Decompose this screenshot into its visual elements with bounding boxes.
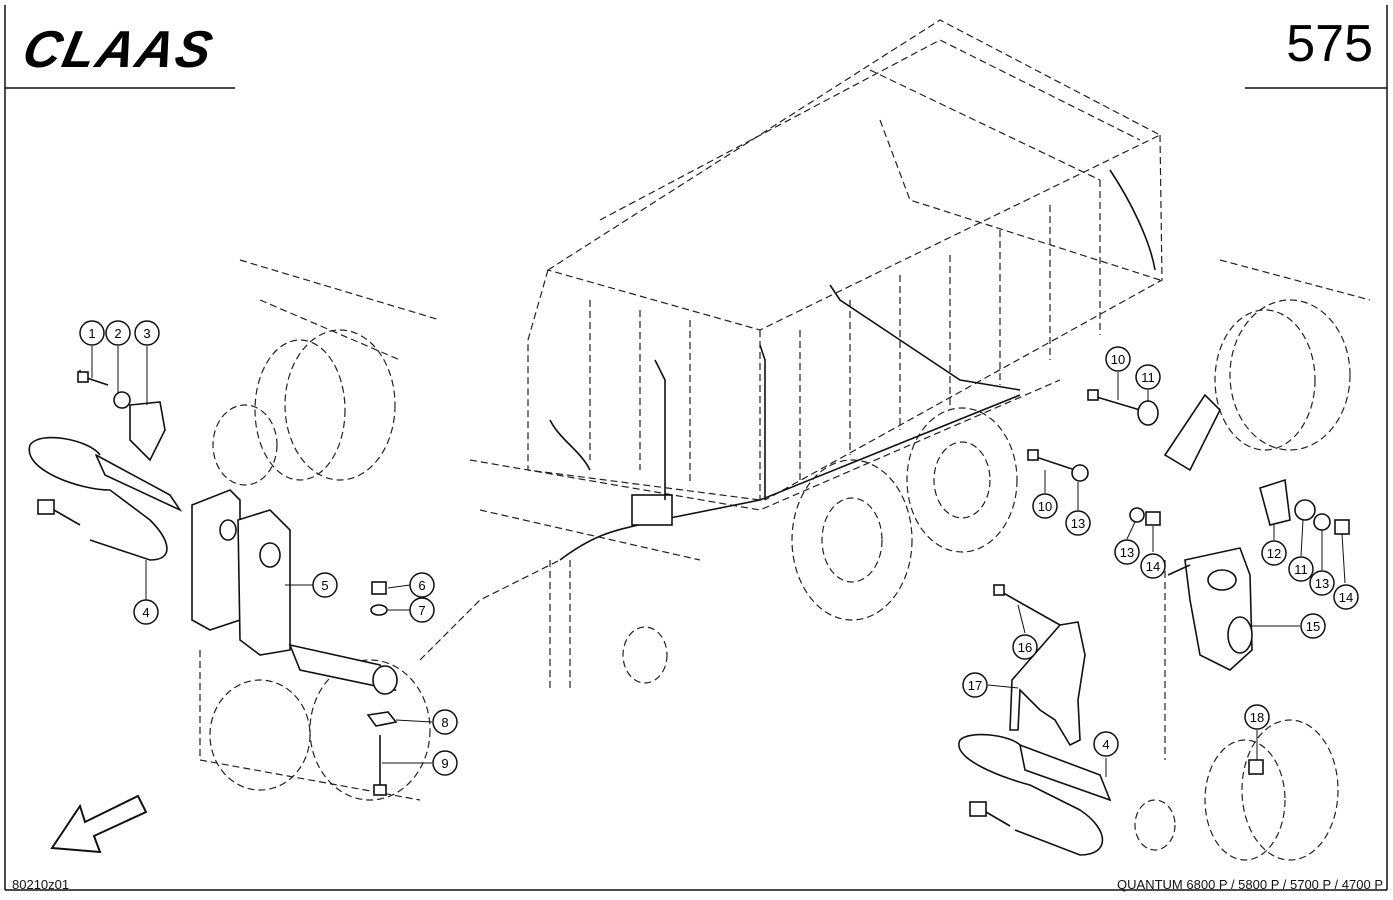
callout-13-b-label: 13 — [1120, 545, 1134, 560]
callout-8: 8 — [432, 709, 458, 735]
callout-7: 7 — [409, 597, 435, 623]
callout-4-left: 4 — [133, 599, 159, 625]
callout-13-b: 13 — [1114, 539, 1140, 565]
page-frame — [4, 5, 1388, 891]
callout-15: 15 — [1300, 613, 1326, 639]
callout-12: 12 — [1261, 540, 1287, 566]
page-number: 575 — [1286, 15, 1373, 73]
callout-6: 6 — [409, 572, 435, 598]
callout-15-label: 15 — [1306, 619, 1320, 634]
callout-6-label: 6 — [418, 578, 425, 593]
callout-10-bottom: 10 — [1032, 493, 1058, 519]
callout-3-label: 3 — [143, 326, 150, 341]
callout-2: 2 — [105, 320, 131, 346]
callout-1-label: 1 — [88, 326, 95, 341]
callout-13-c: 13 — [1309, 570, 1335, 596]
callout-17-label: 17 — [968, 678, 982, 693]
callout-16-label: 16 — [1018, 640, 1032, 655]
callout-2-label: 2 — [114, 326, 121, 341]
callout-13-a: 13 — [1065, 510, 1091, 536]
callout-3: 3 — [134, 320, 160, 346]
callout-18-label: 18 — [1250, 710, 1264, 725]
callout-13-c-label: 13 — [1315, 576, 1329, 591]
callout-12-label: 12 — [1267, 546, 1281, 561]
callout-10-bottom-label: 10 — [1038, 499, 1052, 514]
callout-10-top-label: 10 — [1111, 352, 1125, 367]
part-callouts: 1 2 3 4 5 6 7 8 9 10 11 10 13 13 14 12 1… — [79, 320, 1359, 776]
callout-5: 5 — [312, 572, 338, 598]
leader-lines — [91, 346, 1346, 777]
direction-arrow — [50, 794, 148, 854]
callout-8-label: 8 — [441, 715, 448, 730]
callout-1: 1 — [79, 320, 105, 346]
model-line: QUANTUM 6800 P / 5800 P / 5700 P / 4700 … — [1117, 877, 1383, 892]
callout-11-top: 11 — [1135, 364, 1161, 390]
callout-14-a: 14 — [1140, 553, 1166, 579]
callout-10-top: 10 — [1105, 346, 1131, 372]
loader-wagon-outline — [419, 19, 1163, 690]
callout-17: 17 — [962, 672, 988, 698]
left-hitch-parts — [28, 370, 398, 796]
callout-5-label: 5 — [321, 578, 328, 593]
callout-13-a-label: 13 — [1071, 516, 1085, 531]
callout-14-a-label: 14 — [1146, 559, 1160, 574]
right-hitch-background — [1134, 259, 1371, 861]
callout-4-right-label: 4 — [1102, 737, 1109, 752]
callout-11-bottom: 11 — [1288, 556, 1314, 582]
figure-id: 80210z01 — [12, 877, 70, 892]
callout-14-b: 14 — [1333, 584, 1359, 610]
callout-16: 16 — [1012, 634, 1038, 660]
callout-11-bottom-label: 11 — [1294, 562, 1308, 577]
callout-4-right: 4 — [1093, 731, 1119, 757]
callout-11-top-label: 11 — [1141, 370, 1155, 385]
right-hitch-parts — [958, 389, 1350, 856]
wiring-harness — [549, 169, 1156, 561]
callout-9: 9 — [432, 750, 458, 776]
left-hitch-background — [199, 259, 441, 801]
callout-18: 18 — [1244, 704, 1270, 730]
callout-14-b-label: 14 — [1339, 590, 1353, 605]
callout-4-left-label: 4 — [142, 605, 149, 620]
callout-7-label: 7 — [418, 603, 425, 618]
callout-9-label: 9 — [441, 756, 448, 771]
